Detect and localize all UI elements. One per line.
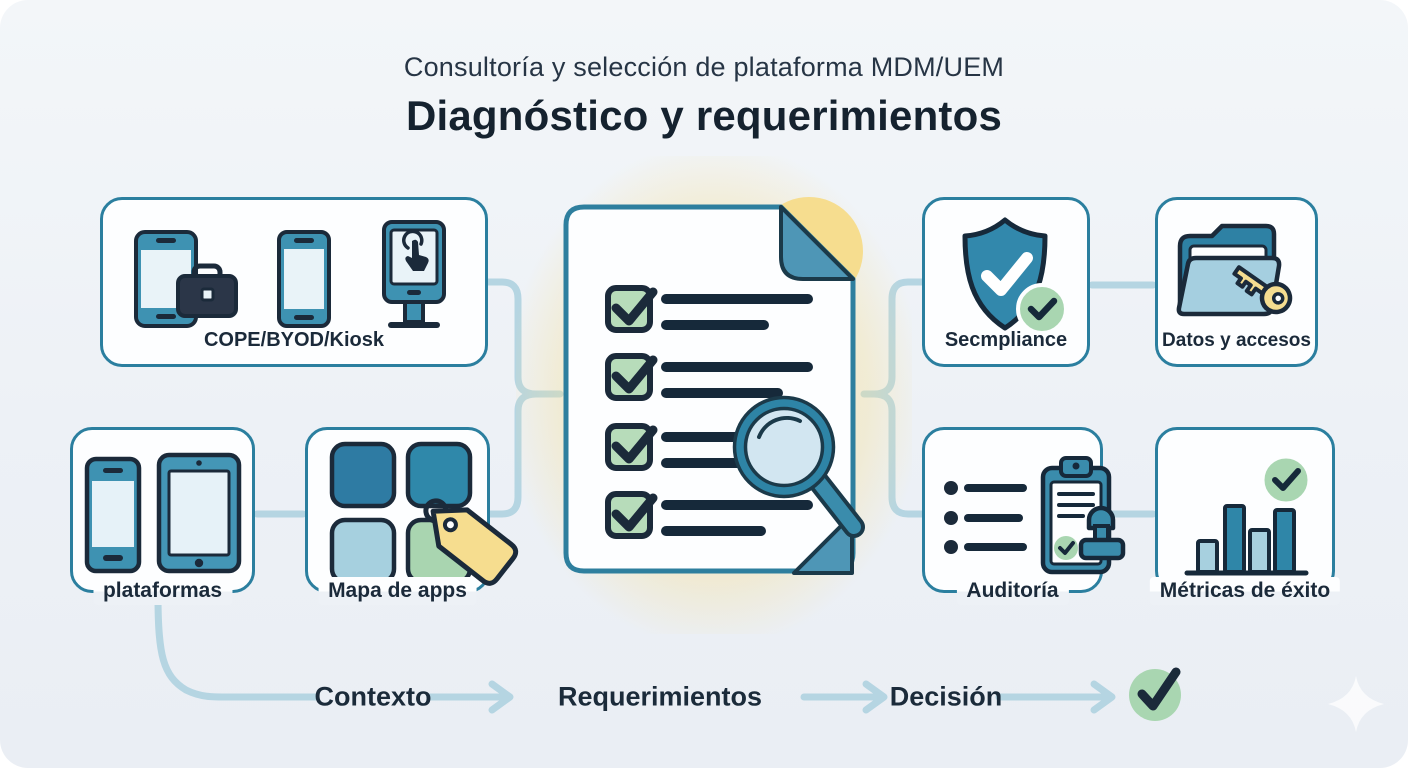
card-label-device-modes: COPE/BYOD/Kiosk: [203, 329, 385, 351]
card-label-datos: Datos y accesos: [1162, 330, 1311, 351]
card-device-modes: COPE/BYOD/Kiosk: [100, 197, 488, 367]
app-grid-tag-icon: [329, 441, 519, 586]
clipboard-stamp-icon: [1040, 456, 1126, 575]
page-subtitle: Consultoría y selección de plataforma MD…: [403, 52, 1005, 82]
audit-list-clipboard-icon: [944, 456, 1126, 575]
page-title: Diagnóstico y requerimientos: [405, 92, 1003, 139]
tablet-icon: [156, 452, 241, 574]
page-fold-top: [779, 205, 855, 281]
page-fold-bottom: [792, 513, 854, 575]
magnifier-icon: [732, 395, 865, 538]
card-label-metricas: Métricas de éxito: [1149, 577, 1341, 605]
tag-icon: [423, 498, 519, 586]
card-datos: Datos y accesos: [1155, 197, 1318, 367]
check-circle-icon: [1261, 455, 1311, 505]
card-mapa-apps: Mapa de apps: [305, 427, 519, 605]
bar-chart-icon: [1184, 455, 1311, 576]
flow-step-decision: Decisión: [889, 681, 1003, 712]
card-auditoria: Auditoría: [922, 427, 1126, 605]
card-label-mapa-apps: Mapa de apps: [318, 577, 477, 605]
stamp-icon: [1078, 505, 1126, 561]
flow-check-circle-icon: [1129, 667, 1181, 721]
smartphone-icon: [84, 456, 141, 574]
shield-check-icon: [962, 217, 1067, 335]
bullet-list-icon: [944, 481, 1027, 554]
folder-front: [1176, 255, 1281, 317]
flow-step-requerimientos: Requerimientos: [557, 681, 763, 712]
checklist-rows: [605, 285, 813, 539]
card-label-plataformas: plataformas: [92, 577, 233, 605]
card-label-security: Secmpliance: [944, 329, 1068, 351]
kiosk-icon: [382, 220, 446, 328]
folder-key-icon: [1176, 223, 1292, 317]
key-icon: [1231, 265, 1292, 315]
card-label-auditoria: Auditoría: [956, 577, 1069, 605]
card-security: Secmpliance: [922, 197, 1090, 367]
card-plataformas: plataformas: [70, 427, 255, 605]
phone-briefcase-icon: [134, 230, 238, 328]
check-circle-icon: [1016, 283, 1067, 335]
card-metricas: Métricas de éxito: [1149, 427, 1341, 605]
sparkle-icon: [1328, 676, 1384, 732]
phone-icon: [277, 230, 331, 328]
requirements-document: [556, 195, 871, 595]
flow-step-contexto: Contexto: [314, 681, 432, 712]
